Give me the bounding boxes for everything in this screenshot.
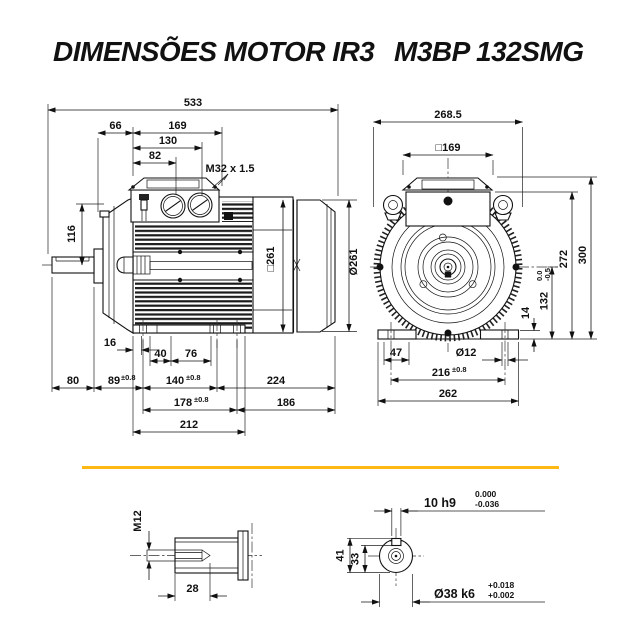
dim-shaft-tol-dn: +0.002 <box>488 590 515 600</box>
dim-shaft-tol-up: +0.018 <box>488 580 515 590</box>
terminal-box-lid <box>127 177 221 191</box>
cable-gland <box>187 192 213 218</box>
dim-frame-square: □261 <box>265 247 277 272</box>
dim-33: 33 <box>350 553 362 565</box>
dim-shaft-dia: Ø38 k6 <box>434 587 475 601</box>
front-view-dimensions: 268.5 □169 14 132 0.0 -0.5 272 300 47 <box>373 109 597 406</box>
keyway-section <box>389 537 404 547</box>
bearing-bolt-holes <box>419 233 477 289</box>
dim-41: 41 <box>335 549 347 561</box>
shaft-shoulder <box>93 248 104 284</box>
dim-box-square: □169 <box>436 142 461 154</box>
dim-140-tol: ±0.8 <box>186 373 201 382</box>
shaft-extension <box>174 537 239 574</box>
dim-262: 262 <box>439 388 457 400</box>
motor-feet-front <box>377 322 520 385</box>
shaft-side-dimensions: M12 28 <box>132 510 227 601</box>
terminal-box <box>127 177 221 223</box>
dim-overall-width: 268.5 <box>434 109 462 121</box>
dim-186: 186 <box>277 397 295 409</box>
frame-bolt <box>224 212 233 220</box>
dim-16: 16 <box>104 337 116 349</box>
dim-key-tol-up: 0.000 <box>475 489 497 499</box>
dim-140: 140 <box>166 375 184 387</box>
bearing-ribs <box>132 255 151 275</box>
dim-212: 212 <box>180 419 198 431</box>
side-view-drawing: 533 66 169 130 82 M32 x 1.5 116 □261 <box>42 97 360 436</box>
dim-66: 66 <box>109 120 121 132</box>
shaft-section-detail: 41 33 10 h9 0.000 -0.036 Ø38 k6 +0.018 +… <box>335 489 545 607</box>
side-view-dimensions: 533 66 169 130 82 M32 x 1.5 116 □261 <box>47 97 360 436</box>
dim-216: 216 <box>432 367 450 379</box>
page-title-model: M3BP 132SMG <box>394 36 584 67</box>
front-view-drawing: 268.5 □169 14 132 0.0 -0.5 272 300 47 <box>370 109 597 406</box>
dim-132-tol-dn: -0.5 <box>543 268 552 281</box>
shaft <box>51 248 104 284</box>
dim-132-tol-up: 0.0 <box>535 271 544 281</box>
dim-gland-thread: M32 x 1.5 <box>206 163 255 175</box>
bearing-cap <box>116 256 134 274</box>
frame-center-band <box>132 212 254 283</box>
dim-169: 169 <box>168 120 186 132</box>
fan-cover <box>292 199 336 333</box>
section-divider <box>82 466 559 469</box>
dim-132: 132 <box>539 292 551 310</box>
shaft-keyway-front <box>444 271 452 278</box>
end-shield <box>99 197 151 334</box>
dim-80: 80 <box>67 375 79 387</box>
dim-224: 224 <box>267 375 286 387</box>
dim-key-width: 10 h9 <box>424 496 456 510</box>
dim-116: 116 <box>66 225 78 243</box>
dim-76: 76 <box>185 348 197 360</box>
dim-130: 130 <box>159 135 177 147</box>
dim-fan-cover-dia: Ø261 <box>348 249 360 276</box>
cable-gland <box>160 193 186 219</box>
page-title-accent: DIMENSÕES MOTOR IR3 <box>53 36 375 67</box>
radial-fins-ring <box>373 206 523 342</box>
dim-foot-hole: Ø12 <box>456 347 477 359</box>
dim-28: 28 <box>186 583 198 595</box>
dim-40: 40 <box>154 348 166 360</box>
dim-178-tol: ±0.8 <box>194 395 209 404</box>
terminal-box-front <box>401 177 494 227</box>
dim-82: 82 <box>149 150 161 162</box>
dim-overall-length: 533 <box>184 97 202 109</box>
shaft-section-dimensions: 41 33 10 h9 0.000 -0.036 Ø38 k6 +0.018 +… <box>335 489 545 607</box>
shield-stud <box>99 210 110 218</box>
dim-89: 89 <box>108 375 120 387</box>
dim-300: 300 <box>577 246 589 264</box>
lifting-eye <box>382 194 404 221</box>
dim-47: 47 <box>390 347 402 359</box>
lifting-eye <box>492 194 514 221</box>
grease-nipple <box>139 194 149 221</box>
dim-89-tol: ±0.8 <box>121 373 136 382</box>
shaft-side-detail: M12 28 <box>130 510 262 601</box>
tapped-hole <box>146 549 211 562</box>
dim-216-tol: ±0.8 <box>452 365 467 374</box>
dim-tap-thread: M12 <box>132 510 144 531</box>
dim-272: 272 <box>558 250 570 268</box>
dim-178: 178 <box>174 397 192 409</box>
dim-key-tol-dn: -0.036 <box>475 499 499 509</box>
dim-14: 14 <box>520 306 532 319</box>
